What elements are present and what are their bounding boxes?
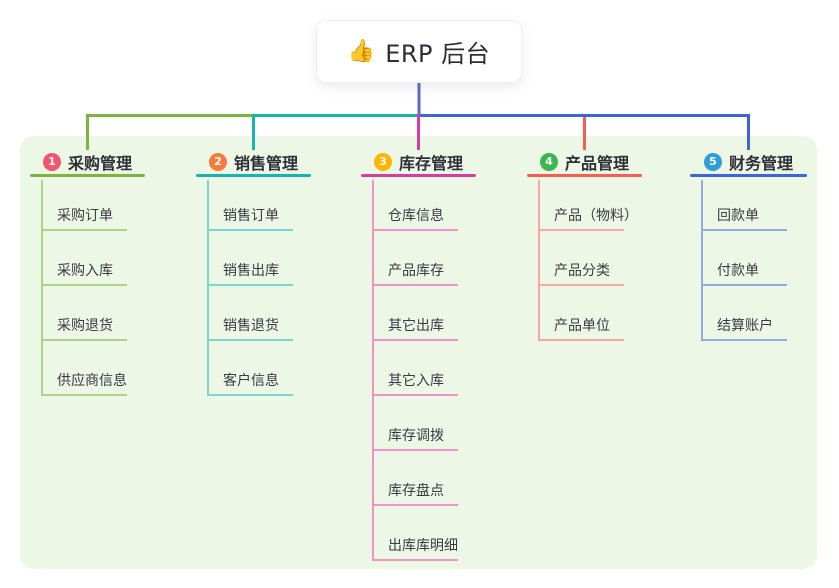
branch-child-spine <box>701 180 703 341</box>
branch-3-number-badge: 3 <box>373 153 392 171</box>
branch-5-title[interactable]: 5 财务管理 <box>690 150 807 179</box>
branch-1-child-3[interactable]: 采购退货 <box>41 316 127 341</box>
branch-child-spine <box>538 180 540 341</box>
root-node[interactable]: 👍 ERP 后台 <box>316 20 522 83</box>
branch-child-spine <box>207 180 209 396</box>
branch-3-child-2[interactable]: 产品库存 <box>372 261 458 286</box>
branch-4-child-1[interactable]: 产品（物料） <box>538 206 638 231</box>
child-node-label: 其它入库 <box>388 373 444 389</box>
child-underline <box>372 339 458 341</box>
child-node-label: 付款单 <box>717 263 759 279</box>
branch-4-number-badge: 4 <box>539 153 558 171</box>
branch-3-title[interactable]: 3 库存管理 <box>361 150 476 179</box>
branch-5-child-3[interactable]: 结算账户 <box>701 316 787 341</box>
child-underline <box>41 394 127 396</box>
child-underline <box>538 339 624 341</box>
child-underline <box>372 504 458 506</box>
branch-1-number-badge: 1 <box>42 153 61 171</box>
child-node-label: 产品单位 <box>554 318 610 334</box>
child-underline <box>207 339 293 341</box>
child-node-label: 产品（物料） <box>554 208 638 224</box>
branch-5-number-badge: 5 <box>703 153 722 171</box>
child-node-label: 供应商信息 <box>57 373 127 389</box>
child-node-label: 采购订单 <box>57 208 113 224</box>
branch-1-child-1[interactable]: 采购订单 <box>41 206 127 231</box>
branch-underline <box>690 174 807 177</box>
branch-3-child-6[interactable]: 库存盘点 <box>372 481 458 506</box>
branch-underline <box>196 174 311 177</box>
child-underline <box>207 394 293 396</box>
child-node-label: 库存调拨 <box>388 428 444 444</box>
child-node-label: 结算账户 <box>717 318 773 334</box>
branch-title-label: 财务管理 <box>728 154 793 173</box>
child-node-label: 采购入库 <box>57 263 113 279</box>
branch-1-child-4[interactable]: 供应商信息 <box>41 371 127 396</box>
branch-title-label: 采购管理 <box>67 154 132 173</box>
child-underline <box>372 394 458 396</box>
branch-3-child-1[interactable]: 仓库信息 <box>372 206 458 231</box>
branch-title-label: 库存管理 <box>398 154 463 173</box>
thumbs-up-icon: 👍 <box>347 38 376 64</box>
branch-underline <box>361 174 476 177</box>
child-node-label: 销售订单 <box>223 208 279 224</box>
child-node-label: 仓库信息 <box>388 208 444 224</box>
child-underline <box>701 339 787 341</box>
child-underline <box>372 229 458 231</box>
child-underline <box>372 284 458 286</box>
branch-child-spine <box>41 180 43 396</box>
child-node-label: 产品分类 <box>554 263 610 279</box>
branch-2-number-badge: 2 <box>208 153 227 171</box>
branch-2-child-3[interactable]: 销售退货 <box>207 316 293 341</box>
child-underline <box>701 229 787 231</box>
child-node-label: 销售出库 <box>223 263 279 279</box>
branch-child-spine <box>372 180 374 561</box>
child-node-label: 回款单 <box>717 208 759 224</box>
branch-5-child-1[interactable]: 回款单 <box>701 206 787 231</box>
child-node-label: 采购退货 <box>57 318 113 334</box>
child-node-label: 出库库明细 <box>388 538 458 554</box>
branch-title-label: 产品管理 <box>564 154 629 173</box>
child-underline <box>538 284 624 286</box>
branch-underline <box>30 174 145 177</box>
branch-3-child-7[interactable]: 出库库明细 <box>372 536 458 561</box>
child-node-label: 库存盘点 <box>388 483 444 499</box>
branch-4-child-2[interactable]: 产品分类 <box>538 261 624 286</box>
child-node-label: 其它出库 <box>388 318 444 334</box>
branch-2-title[interactable]: 2 销售管理 <box>196 150 311 179</box>
branches-panel <box>20 136 817 569</box>
child-underline <box>207 229 293 231</box>
branch-3-child-4[interactable]: 其它入库 <box>372 371 458 396</box>
child-node-label: 销售退货 <box>223 318 279 334</box>
child-underline <box>372 449 458 451</box>
branch-4-title[interactable]: 4 产品管理 <box>527 150 642 179</box>
child-underline <box>372 559 458 561</box>
root-node-label: ERP 后台 <box>385 40 491 68</box>
child-underline <box>538 229 624 231</box>
child-underline <box>207 284 293 286</box>
branch-underline <box>527 174 642 177</box>
branch-title-label: 销售管理 <box>233 154 298 173</box>
branch-5-child-2[interactable]: 付款单 <box>701 261 787 286</box>
branch-2-child-2[interactable]: 销售出库 <box>207 261 293 286</box>
branch-4-child-3[interactable]: 产品单位 <box>538 316 624 341</box>
branch-2-child-4[interactable]: 客户信息 <box>207 371 293 396</box>
child-underline <box>41 284 127 286</box>
branch-1-title[interactable]: 1 采购管理 <box>30 150 145 179</box>
child-node-label: 客户信息 <box>223 373 279 389</box>
child-underline <box>41 229 127 231</box>
child-underline <box>701 284 787 286</box>
child-underline <box>41 339 127 341</box>
branch-3-child-5[interactable]: 库存调拨 <box>372 426 458 451</box>
branch-2-child-1[interactable]: 销售订单 <box>207 206 293 231</box>
branch-1-child-2[interactable]: 采购入库 <box>41 261 127 286</box>
branch-3-child-3[interactable]: 其它出库 <box>372 316 458 341</box>
child-node-label: 产品库存 <box>388 263 444 279</box>
